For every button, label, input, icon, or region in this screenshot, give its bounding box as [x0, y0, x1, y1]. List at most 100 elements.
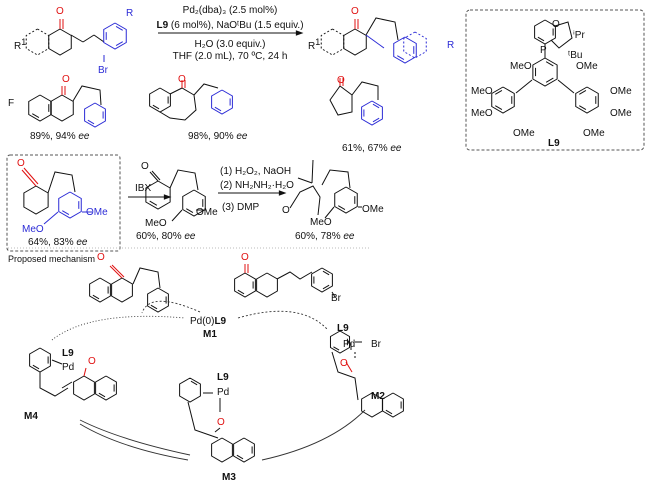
bond	[159, 87, 197, 121]
bond	[331, 291, 336, 298]
ligand-box	[465, 9, 645, 151]
fused-ring-dashed	[320, 28, 345, 56]
m4-o: O	[88, 356, 96, 367]
fused-ring-dashed	[25, 28, 50, 56]
substrate-carbonyl-o: O	[56, 6, 64, 17]
ring	[95, 375, 117, 401]
example3-yield: 61%, 67% ee	[342, 143, 402, 154]
ligand-ome-upper: OMe	[576, 61, 598, 72]
ligand-meo-2: MeO	[471, 108, 493, 119]
product-r1: R1	[308, 37, 320, 52]
ring	[73, 375, 95, 401]
cycle-arrow	[261, 409, 366, 461]
bond	[111, 264, 125, 278]
ring	[211, 437, 233, 463]
bond	[297, 177, 313, 184]
double-bond	[495, 105, 503, 110]
mech-product-o: O	[97, 252, 105, 263]
double-bond	[152, 104, 160, 110]
double-bond	[545, 77, 554, 83]
bond	[72, 85, 102, 106]
m2-pd: Pd	[343, 339, 355, 350]
bond	[321, 169, 351, 189]
mechanism-title: Proposed mechanism	[8, 254, 95, 264]
bond	[149, 171, 159, 182]
bond	[193, 83, 219, 96]
ligand-o: O	[552, 19, 560, 30]
double-bond	[149, 200, 158, 206]
ring	[84, 102, 106, 128]
ligand-label: L9	[548, 138, 560, 149]
ring	[393, 36, 417, 64]
double-bond	[87, 119, 95, 125]
mid-meo: MeO	[145, 218, 167, 229]
m4-l9: L9	[62, 348, 74, 359]
ibx-reagent: IBX	[135, 183, 151, 194]
bond	[329, 85, 353, 116]
ring	[329, 330, 351, 354]
ligand-meo-1: MeO	[471, 86, 493, 97]
step2-line3: (3) DMP	[222, 202, 260, 213]
ring	[147, 287, 169, 313]
end-meo: MeO	[310, 217, 332, 228]
start-o: O	[17, 158, 25, 169]
bond	[83, 367, 87, 377]
ring	[179, 377, 201, 403]
mech-substrate-br: Br	[331, 293, 342, 304]
product-r: R	[447, 40, 454, 51]
double-bond	[372, 103, 380, 109]
bond	[109, 265, 123, 279]
ligand-p: P	[540, 45, 547, 56]
bond	[214, 427, 221, 433]
end-yield: 60%, 78% ee	[295, 231, 355, 242]
double-bond	[372, 117, 380, 123]
double-bond	[579, 90, 587, 95]
m3-l9: L9	[217, 372, 229, 383]
double-bond	[150, 304, 158, 310]
bond	[61, 381, 73, 389]
bond	[70, 34, 84, 43]
ring	[50, 94, 74, 122]
ring	[182, 189, 206, 217]
ring	[234, 272, 256, 298]
double-bond	[495, 90, 503, 95]
fused-ring-dashed	[403, 31, 427, 59]
bond	[324, 206, 335, 219]
condition-ligand-base: L9 (6 mol%), NaOᵗBu (1.5 equiv.)	[156, 20, 303, 31]
end-ome: OMe	[362, 204, 384, 215]
ring	[29, 347, 51, 373]
double-bond	[545, 61, 554, 67]
ring	[211, 89, 233, 115]
condition-water: H₂O (3.0 equiv.)	[195, 39, 266, 50]
double-bond	[579, 105, 587, 110]
ring	[361, 100, 383, 126]
bond	[43, 211, 59, 225]
double-bond	[322, 284, 330, 290]
ligand-tbu: ᵗBu	[568, 50, 582, 61]
start-yield: 64%, 83% ee	[28, 237, 88, 248]
substrate-br: Br	[98, 65, 109, 76]
ring	[343, 28, 367, 56]
bond	[93, 34, 105, 43]
ring	[28, 94, 52, 122]
double-bond	[333, 346, 340, 351]
bond	[289, 185, 321, 216]
bond	[311, 159, 314, 184]
step2-line1: (1) H₂O₂, NaOH	[220, 166, 291, 177]
ligand-ome-3: OMe	[513, 128, 535, 139]
condition-solvent-temp: THF (2.0 mL), 70 ºC, 24 h	[173, 51, 288, 62]
double-bond	[115, 26, 123, 31]
ring	[334, 186, 358, 214]
ring	[311, 267, 333, 293]
ring	[382, 392, 404, 418]
double-bond	[537, 36, 545, 42]
example2-yield: 98%, 90% ee	[188, 131, 248, 142]
m4-pd: Pd	[62, 362, 74, 373]
arrow-head	[278, 190, 287, 196]
example1-f: F	[8, 98, 14, 109]
cycle-arrow	[79, 419, 191, 456]
double-bond	[385, 409, 393, 415]
ring	[23, 185, 49, 215]
end-o: O	[282, 205, 290, 216]
